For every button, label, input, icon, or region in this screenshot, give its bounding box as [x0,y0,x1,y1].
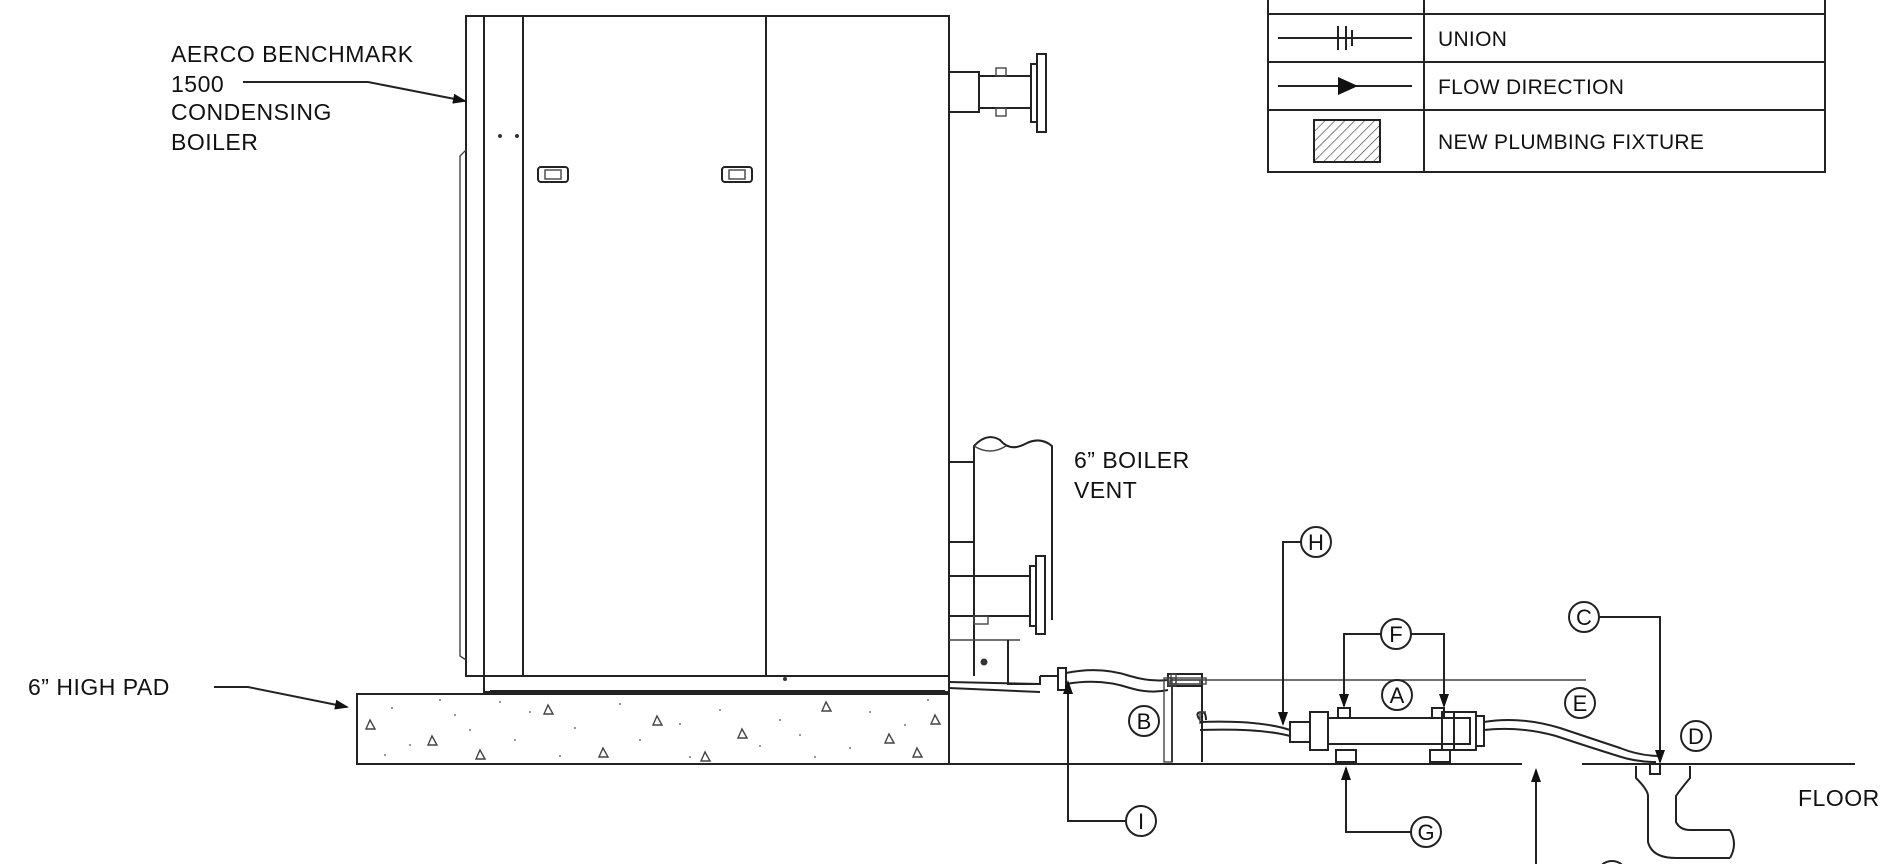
boiler-label-line3: CONDENSING [171,99,332,125]
door-handle-right [721,166,753,183]
boiler-label-line4: BOILER [171,129,258,155]
vent-label-line2: VENT [1074,477,1137,503]
floor-label: FLOOR [1798,785,1880,811]
hatched-box-icon [1313,119,1381,163]
callout-d: D [1680,720,1712,752]
svg-text:C: C [1576,605,1592,630]
svg-text:G: G [1417,820,1434,845]
legend-flow-label: FLOW DIRECTION [1438,76,1624,99]
callout-g: G [1341,766,1442,848]
callout-c: C [1568,601,1665,764]
legend-fixture-label: NEW PLUMBING FIXTURE [1438,131,1704,154]
vent-label-line1: 6” BOILER [1074,447,1190,473]
pad-label: 6” HIGH PAD [28,674,349,710]
svg-text:H: H [1308,530,1324,555]
door-handle-left [537,166,569,183]
callout-i: I [1063,680,1157,837]
callout-h: H [1278,526,1332,726]
boiler-vent-stack [948,436,1053,685]
concrete-pad [356,693,950,765]
svg-text:I: I [1138,809,1144,834]
flow-direction-arrow-icon [1278,77,1412,95]
callout-a: A [1381,679,1413,711]
svg-text:D: D [1688,724,1704,749]
callout-f: F [1339,618,1449,708]
condensate-piping [948,667,1735,859]
callout-e: E [1564,687,1596,719]
legend-table: UNION FLOW DIRECTION NEW PLUMBING FIXTUR… [1267,0,1826,173]
svg-text:A: A [1390,683,1405,708]
vent-label: 6” BOILER VENT [1074,447,1190,503]
svg-text:E: E [1573,691,1588,716]
callout-partial-bottom [1531,768,1623,864]
boiler-label-line2: 1500 [171,71,224,97]
boiler-label-line1: AERCO BENCHMARK [171,41,414,67]
pad-label-text: 6” HIGH PAD [28,674,170,700]
boiler-cabinet [459,15,950,694]
svg-text:B: B [1137,709,1152,734]
upper-flange-connection [948,53,1047,133]
callout-b: B [1128,705,1160,737]
boiler-label: AERCO BENCHMARK 1500 CONDENSING BOILER [171,41,467,155]
legend-union-label: UNION [1438,28,1507,51]
svg-text:F: F [1389,622,1402,647]
union-symbol-icon [1278,26,1412,50]
